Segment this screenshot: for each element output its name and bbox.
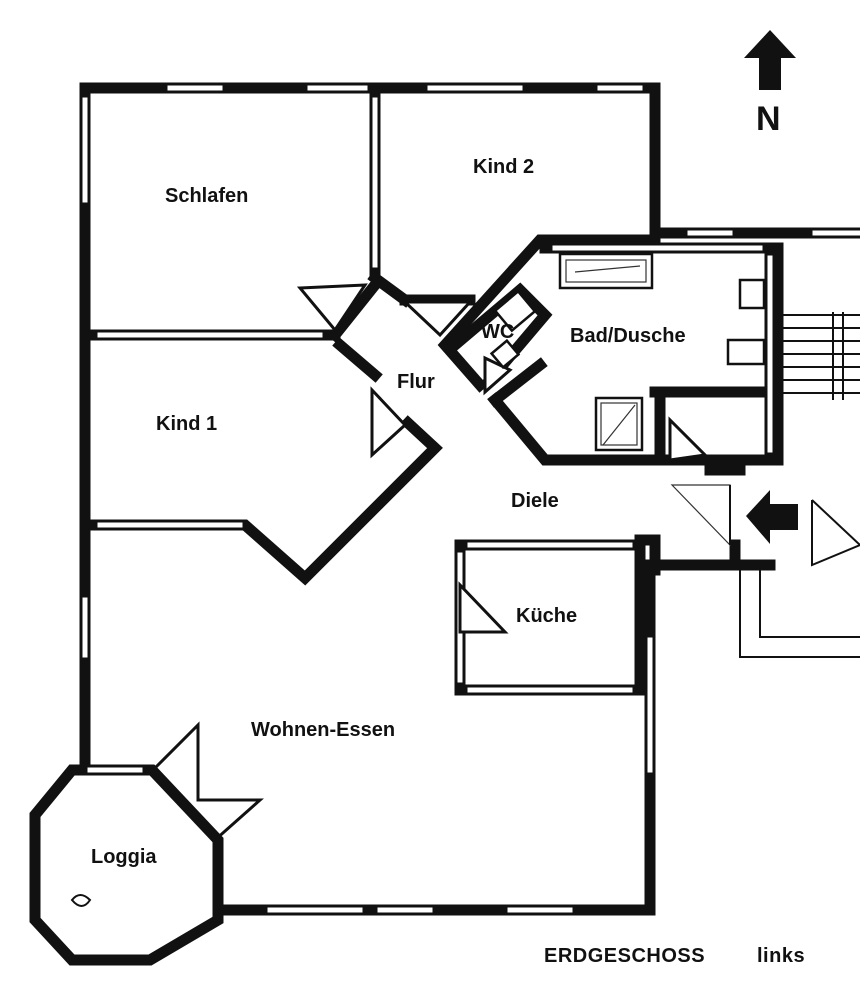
floor-side: links	[757, 945, 805, 967]
toilet-bath	[726, 338, 766, 366]
door-kind2	[401, 300, 474, 338]
door-schlafen	[296, 283, 368, 333]
loggia-structure	[29, 764, 224, 966]
door-kind1	[370, 386, 408, 459]
room-label-wohnen: Wohnen-Essen	[251, 719, 395, 741]
entrance-arrow-icon	[746, 490, 798, 544]
room-label-wc: WC	[481, 321, 514, 343]
door-kueche	[458, 581, 509, 634]
floor-title: ERDGESCHOSS	[544, 945, 705, 967]
washbasin	[738, 278, 766, 310]
room-label-kueche: Küche	[516, 605, 577, 627]
wc-basin	[489, 338, 521, 370]
north-label: N	[756, 100, 781, 138]
bathtub	[558, 252, 654, 290]
room-label-loggia: Loggia	[91, 846, 157, 868]
doors	[152, 283, 709, 843]
room-label-flur: Flur	[397, 371, 435, 393]
room-label-diele: Diele	[511, 490, 559, 512]
toilet-wc	[493, 289, 537, 333]
room-label-schlafen: Schlafen	[165, 185, 248, 207]
outer-walls	[79, 82, 860, 916]
door-bad	[668, 416, 709, 462]
door-wc	[483, 355, 513, 396]
room-label-kind1: Kind 1	[156, 413, 217, 435]
stairs	[739, 312, 860, 658]
north-arrow-icon	[744, 30, 796, 90]
bath-fixtures	[489, 252, 766, 452]
entrance-door	[670, 484, 731, 547]
room-label-kind2: Kind 2	[473, 156, 534, 178]
room-label-bad: Bad/Dusche	[570, 325, 686, 347]
